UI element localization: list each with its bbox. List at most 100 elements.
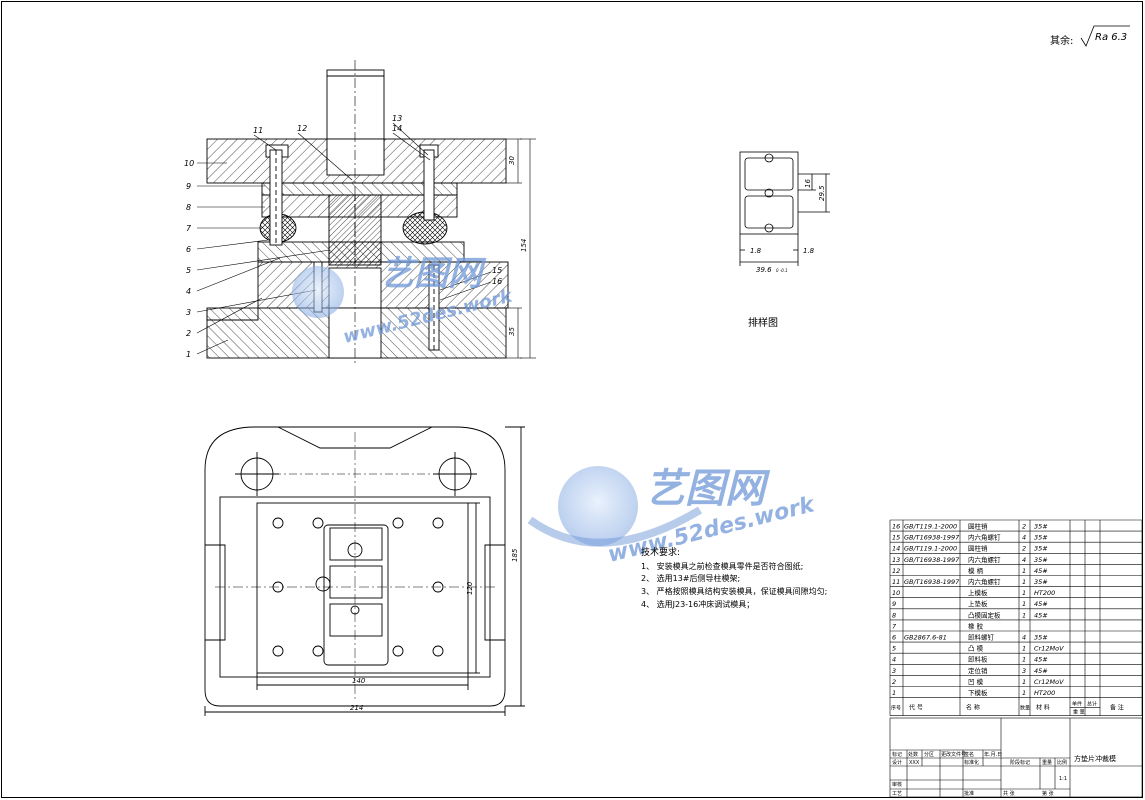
plan-dim-inner-width: 140	[352, 677, 366, 685]
label-review: 审核	[892, 781, 902, 788]
callout-15: 15	[492, 266, 502, 275]
bom-row-material: 35#	[1034, 634, 1048, 642]
bom-row-qty: 1	[1022, 656, 1026, 664]
label-standardize: 标准化	[964, 759, 979, 766]
bom-row-code: GB/T119.1-2000	[904, 545, 957, 553]
label-approve: 批准	[964, 790, 974, 797]
tech-requirement-1: 1、 安装模具之前检查模具零件是否符合图纸;	[641, 561, 803, 571]
bom-row-name: 凸 模	[968, 644, 984, 653]
label-sheets-total: 共 张	[1003, 790, 1015, 797]
bom-row-code: GB/T16938-1997	[904, 534, 960, 542]
bom-row-qty: 1	[1022, 589, 1026, 597]
strip-gap-right: 1.8	[803, 247, 815, 255]
bom-row-material: HT200	[1034, 589, 1055, 597]
callout-1: 1	[186, 350, 191, 359]
callout-12: 12	[297, 124, 307, 133]
label-zone: 分区	[924, 751, 934, 758]
callout-14: 14	[392, 124, 402, 133]
bom-row-material: 45#	[1034, 656, 1048, 664]
bom-row-name: 上模板	[968, 588, 988, 597]
bom-row-qty: 3	[1022, 667, 1026, 675]
bom-row-name: 橡 胶	[968, 621, 984, 630]
bom-row-no: 15	[892, 534, 900, 542]
bom-row-material: 45#	[1034, 600, 1048, 608]
bom-row-qty: 1	[1022, 678, 1026, 686]
bom-header-name: 名 称	[966, 704, 980, 712]
bom-header-qty: 数量	[1020, 705, 1030, 712]
bom-row-no: 4	[892, 656, 896, 664]
section-callout-labels: 1 2 3 4 5 6 7 8 9 10 11 12 13 14 15 16	[184, 114, 502, 359]
bom-row-name: 圆柱销	[968, 522, 988, 531]
bom-row-name: 上垫板	[968, 599, 988, 608]
plan-dim-outer-width: 214	[350, 704, 363, 712]
bom-row-name: 凹 模	[968, 677, 984, 686]
label-change-doc: 更改文件号	[941, 751, 966, 758]
label-count: 处数	[908, 751, 918, 758]
strip-tolerance: 0 -0.1	[776, 268, 788, 273]
callout-4: 4	[186, 287, 191, 296]
bom-row-no: 12	[892, 567, 900, 575]
tech-requirements: 技术要求: 1、 安装模具之前检查模具零件是否符合图纸; 2、 选用13#后侧导…	[641, 546, 827, 609]
roughness-symbol: 其余: Ra 6.3	[1050, 25, 1130, 47]
bom-row-no: 7	[892, 622, 897, 630]
bom-row-name: 凸模固定板	[968, 610, 1001, 619]
bom-header-weight: 重 量	[1073, 709, 1085, 716]
callout-11: 11	[253, 126, 263, 135]
bom-row-name: 圆柱销	[968, 544, 988, 553]
bom-header-no: 序号	[891, 705, 901, 712]
bom-header-material: 材 料	[1036, 704, 1050, 712]
label-scale: 比例	[1057, 759, 1067, 766]
bom-row-no: 11	[892, 578, 900, 586]
label-stage-mark: 阶段标记	[1010, 759, 1030, 766]
bom-row-code: GB/T16938-1997	[904, 578, 960, 586]
bom-row-no: 13	[892, 556, 900, 564]
bom-header-code: 代 号	[909, 704, 923, 712]
section-view	[206, 60, 509, 365]
designer-value: XXX	[909, 760, 920, 766]
bom-row-no: 8	[892, 611, 896, 619]
bom-row-code: GB/T16938-1997	[904, 556, 960, 564]
bom-row-qty: 1	[1022, 600, 1026, 608]
section-dimensions	[506, 138, 536, 359]
bom-row-material: 35#	[1034, 556, 1048, 564]
bom-row-qty: 4	[1022, 556, 1026, 564]
tech-requirement-3: 3、 严格按照模具结构安装模具，保证模具间隙均匀;	[641, 586, 827, 596]
strip-pitch: 16	[804, 179, 812, 188]
bom-row-name: 下模板	[968, 688, 988, 697]
bom-row-qty: 1	[1022, 567, 1026, 575]
bom-row-qty: 4	[1022, 534, 1026, 542]
bom-row-material: 35#	[1034, 534, 1048, 542]
callout-3: 3	[186, 308, 191, 317]
watermark-brand-small: 艺图网	[380, 254, 487, 294]
bom-header-total: 总计	[1087, 701, 1097, 708]
callout-16: 16	[492, 277, 502, 286]
bom-row-material: 35#	[1034, 545, 1048, 553]
bom-row-name: 定位销	[968, 666, 988, 675]
section-callouts	[196, 122, 492, 355]
bom-row-no: 10	[892, 589, 900, 597]
bom-row-material: HT200	[1034, 689, 1055, 697]
roughness-prefix: 其余:	[1050, 34, 1073, 47]
bom-row-material: 45#	[1034, 567, 1048, 575]
strip-layout-title: 排样图	[748, 316, 778, 329]
callout-6: 6	[186, 245, 191, 254]
label-mark: 标记	[892, 751, 902, 758]
bom-row-no: 16	[892, 523, 900, 531]
bom-row-no: 9	[892, 600, 896, 608]
bom-row-name: 内六角螺钉	[968, 555, 1001, 564]
bom-row-name: 卸料板	[968, 655, 988, 664]
bom-row-qty: 2	[1022, 523, 1026, 531]
strip-width: 39.6	[756, 266, 772, 274]
bom-header-single: 单件	[1072, 701, 1082, 708]
dim-bottom-thickness: 35	[508, 327, 516, 336]
bom-row-qty: 2	[1022, 545, 1026, 553]
bom-row-name: 卸料螺钉	[968, 633, 995, 642]
scale-value: 1:1	[1059, 776, 1067, 782]
bom-row-qty: 1	[1022, 689, 1026, 697]
bom-row-no: 1	[892, 689, 896, 697]
bom-row-qty: 4	[1022, 634, 1026, 642]
callout-5: 5	[186, 266, 191, 275]
callout-2: 2	[186, 329, 191, 338]
